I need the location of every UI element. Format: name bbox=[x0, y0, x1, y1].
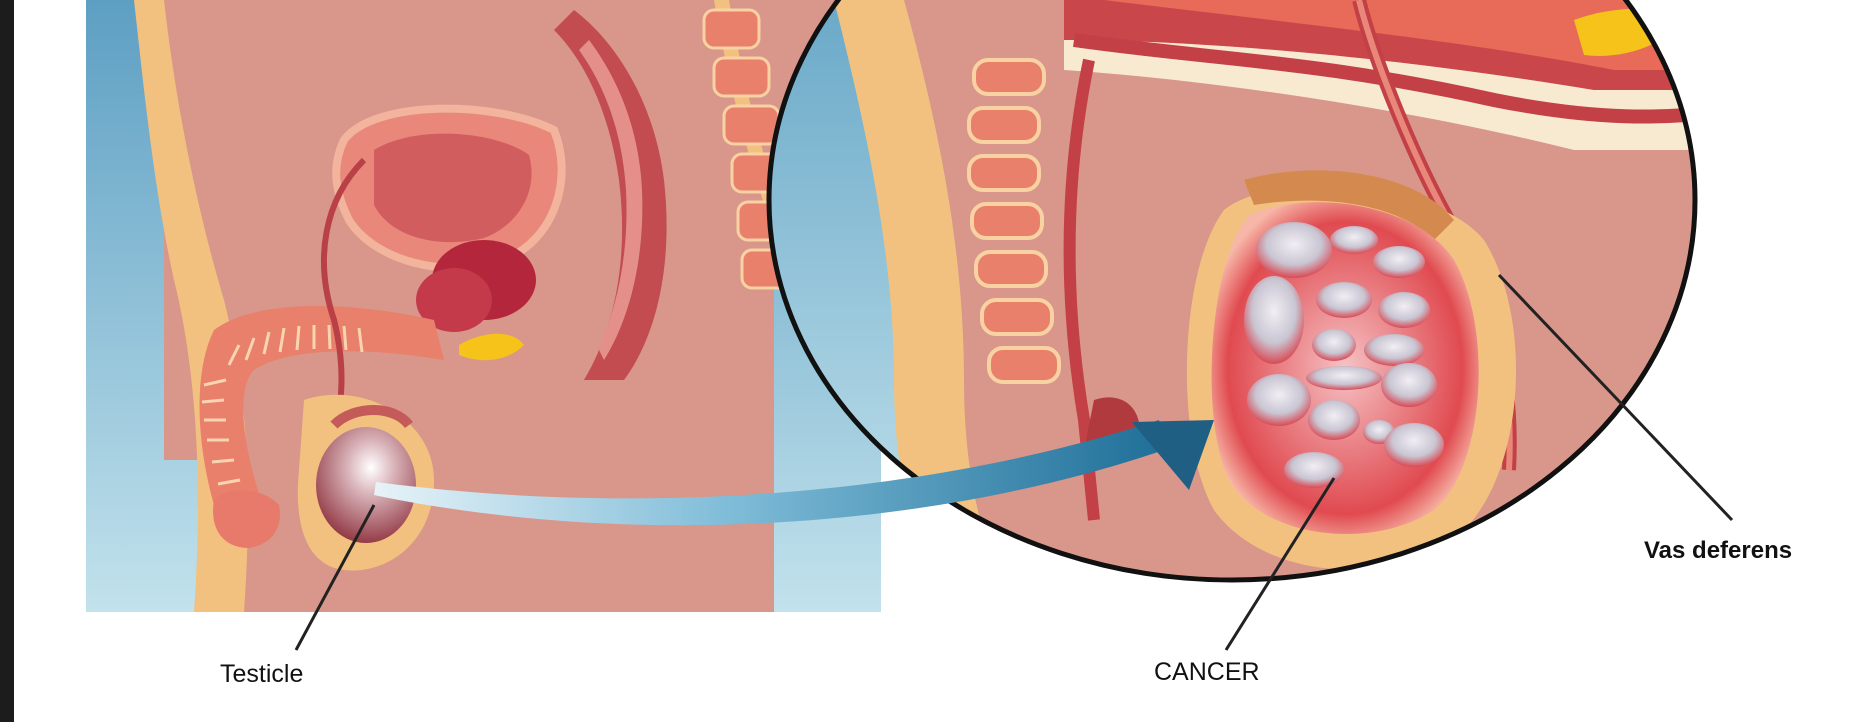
illustration-frame: Testicle CANCER Vas deferens bbox=[14, 0, 1859, 722]
testicle-shape bbox=[316, 427, 416, 543]
anatomy-illustration bbox=[14, 0, 1859, 722]
testicle-label: Testicle bbox=[220, 660, 303, 689]
magnified-view bbox=[714, 0, 1859, 620]
cancer-label: CANCER bbox=[1154, 658, 1260, 687]
vas-deferens-label: Vas deferens bbox=[1644, 537, 1792, 565]
tumor-mass bbox=[1212, 202, 1479, 534]
